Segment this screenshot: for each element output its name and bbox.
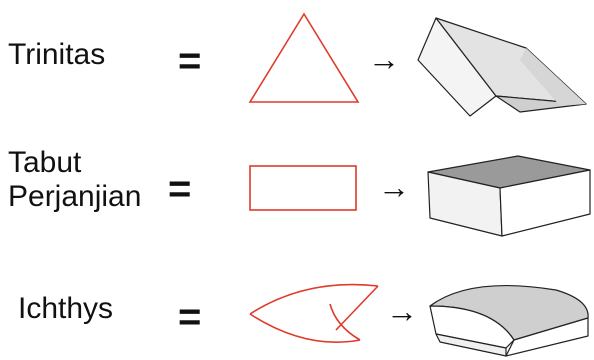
triangular-prism [417, 17, 587, 117]
equals-sign-1: = [178, 39, 202, 83]
label-trinitas: Trinitas [8, 38, 106, 71]
label-tabut: Tabut [8, 146, 82, 179]
arrow-1: → [368, 41, 400, 77]
vault-solid [429, 284, 589, 357]
arrow-3: → [386, 293, 418, 329]
fish-outline [249, 283, 379, 343]
rectangle-outline [249, 165, 357, 211]
label-ichthys: Ichthys [18, 292, 114, 325]
arrow-2: → [378, 169, 410, 205]
equals-sign-2: = [168, 167, 192, 211]
equals-sign-3: = [178, 295, 202, 339]
label-perjanjian: Perjanjian [8, 180, 142, 213]
triangle-outline [248, 12, 360, 103]
box-solid [427, 155, 591, 237]
